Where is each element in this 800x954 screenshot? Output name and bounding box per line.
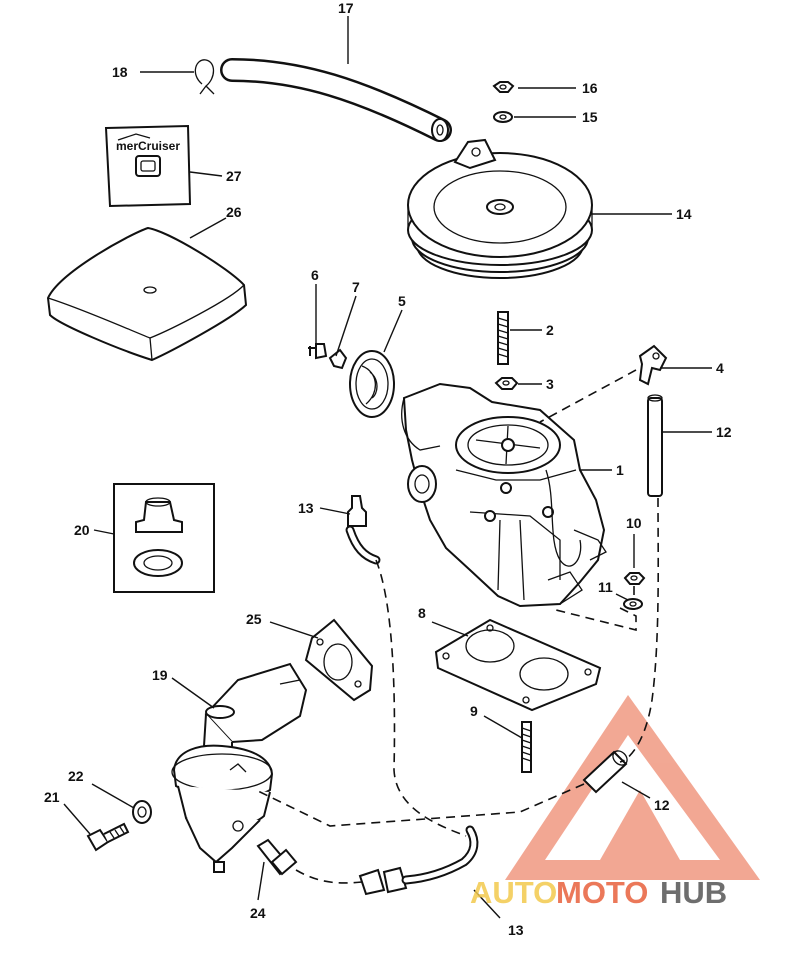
tube-part-12-lower [582, 750, 628, 794]
dashed-assembly-lines [255, 369, 660, 884]
label-26: 26 [226, 204, 242, 220]
label-3: 3 [546, 376, 554, 392]
label-14: 14 [676, 206, 692, 222]
label-2: 2 [546, 322, 554, 338]
label-11: 11 [598, 579, 613, 595]
washer-part-15 [493, 111, 513, 123]
cover-part-26 [46, 226, 248, 362]
clip-part-7 [328, 348, 348, 370]
hose-part-17 [220, 58, 452, 142]
label-20: 20 [74, 522, 90, 538]
label-15: 15 [582, 109, 598, 125]
nut-part-3 [494, 377, 519, 390]
label-12-lower: 12 [654, 797, 670, 813]
elbow-fitting-part-4 [638, 344, 668, 386]
label-8: 8 [418, 605, 426, 621]
watermark-auto: AUTO [470, 875, 557, 910]
washer-part-11 [623, 598, 643, 610]
watermark-moto: MOTO [556, 875, 648, 910]
label-13-lower: 13 [508, 922, 524, 938]
inset-part-20 [113, 483, 215, 593]
clamp-part-18 [194, 59, 215, 95]
choke-cover-part-5 [349, 350, 395, 418]
label-6: 6 [311, 267, 319, 283]
tube-part-12-upper [647, 394, 663, 497]
label-19: 19 [152, 667, 168, 683]
gasket-part-25 [304, 618, 374, 702]
label-7: 7 [352, 279, 360, 295]
label-9: 9 [470, 703, 478, 719]
fuel-line-part-13-upper [345, 495, 381, 565]
label-18: 18 [112, 64, 128, 80]
leader-lines [63, 16, 712, 919]
bolt-part-21 [86, 822, 130, 852]
watermark-logo-mark [505, 695, 760, 880]
label-21: 21 [44, 789, 60, 805]
stud-part-2 [497, 311, 509, 365]
gasket-part-8 [434, 618, 602, 712]
label-10: 10 [626, 515, 642, 531]
label-12-upper: 12 [716, 424, 732, 440]
decal-part-27: merCruiser [104, 124, 192, 208]
label-1: 1 [616, 462, 624, 478]
label-27: 27 [226, 168, 242, 184]
label-25: 25 [246, 611, 262, 627]
label-13-upper: 13 [298, 500, 314, 516]
stud-part-9 [521, 721, 532, 773]
label-16: 16 [582, 80, 598, 96]
watermark-wordmark: AUTO MOTO HUB [470, 875, 727, 910]
flame-arrestor-part-14 [407, 138, 593, 279]
screw-part-6 [308, 343, 328, 360]
decal-brand-text: merCruiser [116, 139, 180, 153]
fuel-pump-part-19 [171, 662, 308, 873]
fitting-part-24 [256, 838, 298, 876]
label-17: 17 [338, 0, 354, 16]
watermark-hub: HUB [660, 875, 727, 910]
fuel-line-part-13-lower [358, 825, 479, 896]
label-22: 22 [68, 768, 84, 784]
label-5: 5 [398, 293, 406, 309]
nut-part-10 [623, 572, 646, 585]
label-4: 4 [716, 360, 724, 376]
label-24: 24 [250, 905, 266, 921]
carburetor-part-1 [401, 382, 607, 608]
callout-labels: 17 18 16 15 27 26 14 6 7 5 2 3 4 12 1 10… [44, 0, 732, 938]
washer-part-22 [132, 800, 152, 824]
nut-part-16 [492, 81, 515, 93]
